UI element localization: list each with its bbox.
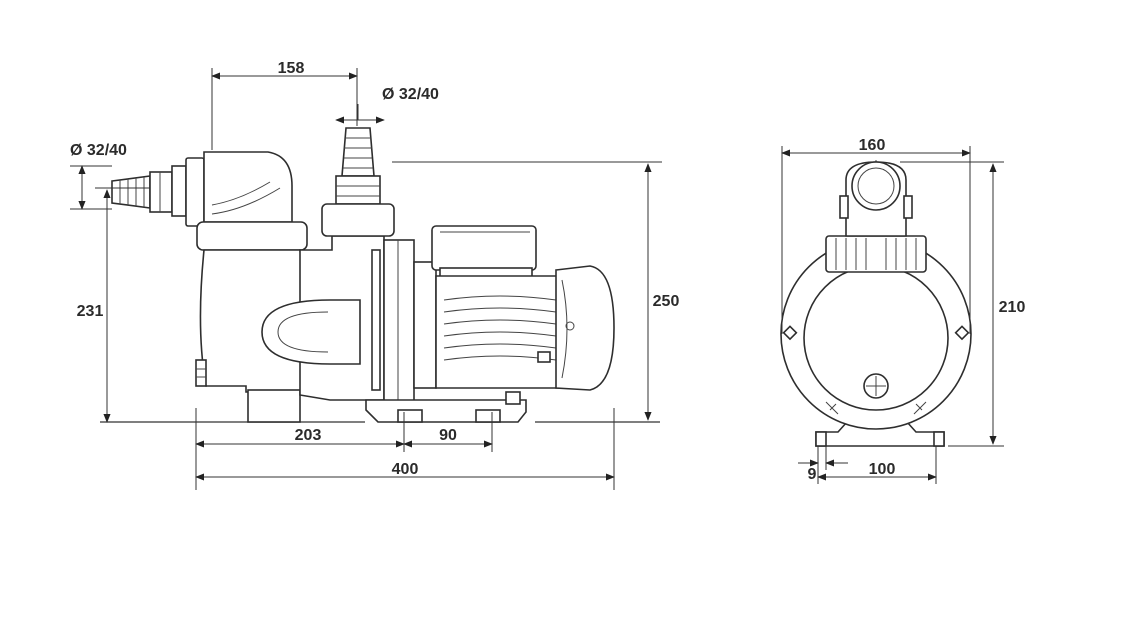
- motor-end-cap: [555, 265, 615, 391]
- front-foot-right-tab: [933, 431, 945, 447]
- inlet-hose-tail: [111, 157, 205, 227]
- dim-160-label: 160: [859, 137, 886, 154]
- dim-250-label: 250: [653, 293, 680, 310]
- strainer-housing: [195, 151, 308, 423]
- front-view-dimensions: 160 210 9 100: [781, 137, 1026, 484]
- front-inlet-pipe: [839, 161, 913, 237]
- dim-158-label: 158: [278, 60, 305, 77]
- front-union-nut: [825, 235, 927, 273]
- front-foot-left-tab: [815, 431, 827, 447]
- terminal-box: [431, 225, 537, 281]
- front-lug-right: [954, 325, 970, 341]
- front-lug-left: [782, 325, 798, 341]
- dim-9-label: 9: [808, 466, 817, 483]
- dim-inlet-diameter-label: Ø 32/40: [70, 142, 127, 159]
- dim-203-label: 203: [295, 427, 322, 444]
- outlet-hose-tail: [321, 127, 395, 237]
- pump-feet: [365, 391, 527, 423]
- front-bolt-right: [913, 401, 927, 415]
- dim-210-label: 210: [999, 299, 1026, 316]
- dim-400-label: 400: [392, 461, 419, 478]
- dim-90-label: 90: [439, 427, 457, 444]
- motor-body: [435, 275, 561, 389]
- front-view-pump: [780, 160, 972, 447]
- side-view-pump: [100, 127, 660, 423]
- dim-100-label: 100: [869, 461, 896, 478]
- side-view-dimensions: 158 Ø 32/40 Ø 32/40 231 250 203 90 400: [70, 60, 679, 490]
- dim-231-label: 231: [77, 303, 104, 320]
- motor-flange: [383, 239, 437, 409]
- dim-outlet-diameter-label: Ø 32/40: [382, 86, 439, 103]
- front-bolt-left: [825, 401, 839, 415]
